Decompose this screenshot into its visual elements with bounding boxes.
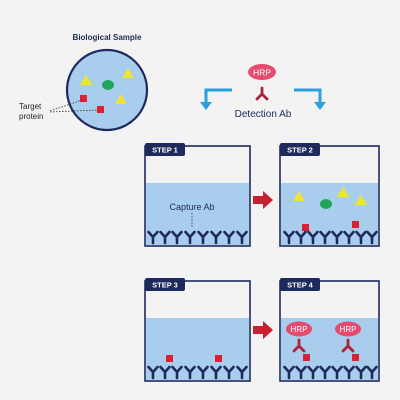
detection-complex: HRP: [335, 321, 361, 361]
step-2-well: STEP 2: [279, 143, 380, 247]
step-3-well: STEP 3: [144, 278, 251, 382]
step-4-tab: [280, 278, 320, 291]
target-protein: [352, 221, 359, 228]
yellow-antigen: [80, 75, 92, 85]
step-1-tab: [145, 143, 185, 156]
yellow-antigen: [337, 187, 349, 197]
sample-circle: [65, 48, 149, 132]
arrow-right-icon: [294, 88, 322, 104]
step-4-well: STEP 4 HRP HRP: [279, 278, 380, 382]
step-3-tab: [145, 278, 185, 291]
target-protein: [97, 106, 104, 113]
yellow-antigen: [293, 191, 305, 201]
arrow-left-head: [200, 102, 212, 110]
step-3-label: STEP 3: [152, 281, 178, 290]
target-protein: [303, 354, 310, 361]
step-2-label: STEP 2: [287, 146, 313, 155]
step-4-label: STEP 4: [287, 281, 314, 290]
target-label: protein: [19, 112, 43, 121]
sample-title: Biological Sample: [73, 33, 142, 42]
target-protein: [352, 354, 359, 361]
yellow-antigen: [115, 94, 127, 104]
arrow-right-head: [314, 102, 326, 110]
step-arrow-icon: [253, 321, 273, 339]
yellow-antigen: [122, 68, 134, 78]
hrp-enzyme: [286, 321, 312, 337]
hrp-label: HRP: [253, 68, 271, 78]
step-arrow-icon: [253, 191, 273, 209]
hrp-enzyme: [335, 321, 361, 337]
arrow-left-icon: [204, 88, 232, 104]
green-antigen: [320, 199, 332, 209]
yellow-antigen: [355, 195, 367, 205]
capture-ab-label: Capture Ab: [169, 202, 214, 212]
green-antigen: [102, 80, 114, 90]
detection-ab-label: Detection Ab: [235, 109, 292, 120]
target-protein: [302, 224, 309, 231]
target-protein: [166, 355, 173, 362]
detection-antibody: HRP: [248, 64, 276, 101]
detection-complex: HRP: [286, 321, 312, 361]
target-protein: [80, 95, 87, 102]
step-1-well: STEP 1 Capture Ab: [144, 143, 251, 247]
hrp-label: HRP: [291, 325, 308, 334]
hrp-enzyme: [248, 64, 276, 80]
target-label: Target: [19, 102, 42, 111]
target-protein-callout: Target protein: [19, 99, 99, 121]
hrp-label: HRP: [340, 325, 357, 334]
step-1-label: STEP 1: [152, 146, 178, 155]
target-protein: [215, 355, 222, 362]
step-2-tab: [280, 143, 320, 156]
